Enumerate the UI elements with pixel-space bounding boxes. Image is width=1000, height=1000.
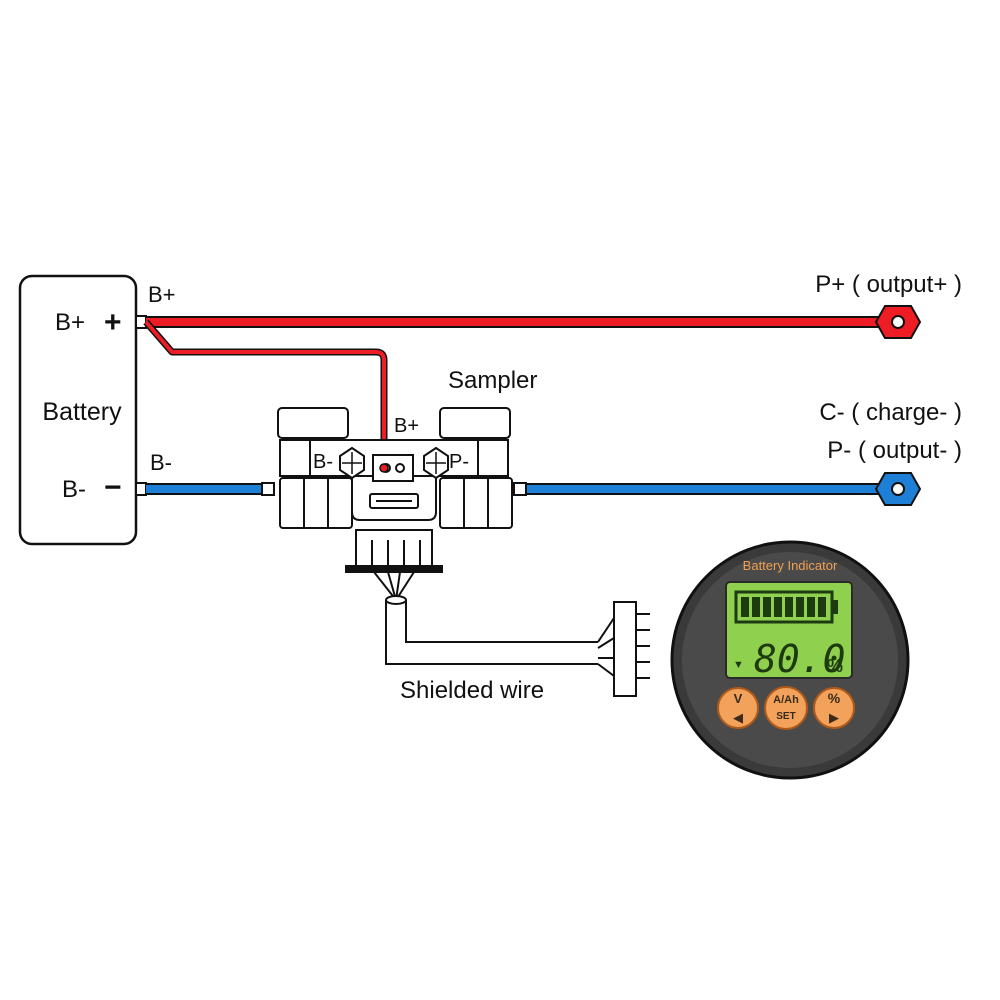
- negative-wire: [146, 472, 922, 506]
- c-minus-label: C- ( charge- ): [819, 399, 962, 426]
- battery-pos-terminal: [135, 315, 147, 329]
- sampler: [261, 407, 527, 573]
- neg-tap-label: B-: [150, 450, 172, 475]
- battery-neg-terminal: [135, 482, 147, 496]
- right-arrow-icon: ▶: [829, 710, 839, 725]
- positive-wire: [143, 305, 922, 468]
- pos-tap-label: B+: [148, 282, 176, 307]
- battery-neg-symbol: −: [104, 471, 122, 504]
- button-v-label: V: [734, 691, 743, 706]
- battery-title: Battery: [42, 398, 122, 426]
- battery-indicator: Battery Indicator ▼ 80.0 % V ◀ A/Ah SET …: [670, 540, 910, 780]
- shielded-wire-label: Shielded wire: [400, 677, 544, 704]
- lcd-level-bar: [785, 597, 793, 617]
- lcd-level-bar: [807, 597, 815, 617]
- button-percent-label: %: [828, 690, 841, 706]
- battery: Battery B+ + B- −: [18, 274, 147, 546]
- button-v[interactable]: V ◀: [717, 687, 759, 729]
- lcd-level-bar: [818, 597, 826, 617]
- button-set-label: A/Ah: [773, 694, 799, 706]
- shielded-wire: [373, 571, 650, 697]
- battery-neg-label: B-: [62, 476, 86, 503]
- lcd-level-bar: [763, 597, 771, 617]
- left-arrow-icon: ◀: [733, 710, 743, 725]
- battery-box: [18, 274, 138, 546]
- sampler-pminus-label: P-: [449, 451, 469, 473]
- indicator-title: Battery Indicator: [743, 558, 838, 573]
- sampler-bminus-label: B-: [313, 451, 333, 473]
- battery-pos-label: B+: [55, 309, 85, 336]
- lcd-level-bars: [741, 597, 826, 617]
- lcd-unit: %: [827, 656, 843, 676]
- lcd-level-bar: [774, 597, 782, 617]
- lcd-reading: 80.0: [754, 637, 846, 681]
- button-set-sublabel: SET: [776, 711, 795, 722]
- lcd-level-bar: [796, 597, 804, 617]
- lcd-down-arrow-icon: ▼: [733, 659, 744, 671]
- lcd-level-bar: [752, 597, 760, 617]
- battery-pos-symbol: +: [104, 306, 122, 339]
- button-percent[interactable]: % ▶: [813, 687, 855, 729]
- button-set[interactable]: A/Ah SET: [764, 686, 808, 730]
- p-minus-label: P- ( output- ): [827, 437, 962, 464]
- p-plus-label: P+ ( output+ ): [815, 271, 962, 298]
- sampler-title: Sampler: [448, 367, 537, 394]
- lcd-level-bar: [741, 597, 749, 617]
- sampler-bplus-label: B+: [394, 415, 419, 437]
